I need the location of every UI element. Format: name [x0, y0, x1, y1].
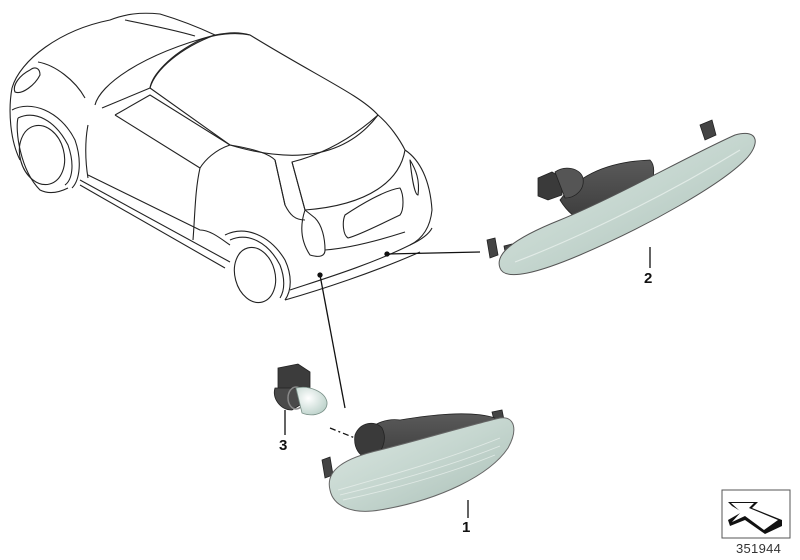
part-2-side-lamp: [486, 119, 756, 276]
arrow-symbol: [721, 489, 791, 539]
callout-3: 3: [279, 437, 288, 454]
car-outline: [9, 12, 433, 304]
part-1-side-lamp: [321, 409, 515, 512]
part-3-bulb-socket: [273, 363, 328, 416]
callout-1: 1: [462, 519, 471, 536]
reference-number: 351944: [736, 541, 782, 556]
leader-lines: [284, 247, 651, 518]
callout-2: 2: [644, 270, 653, 287]
